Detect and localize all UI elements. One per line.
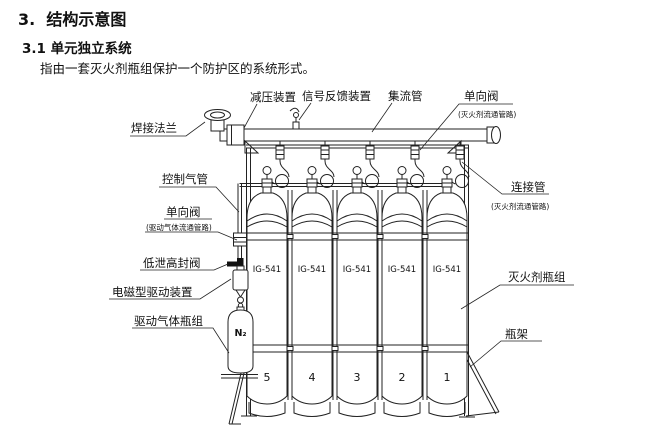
label-check-valve-top-sub: (灭火剂流通管路): [458, 109, 516, 119]
label-connecting-pipe-sub: (灭火剂流通管路): [491, 201, 549, 211]
cylinder-label: IG-541: [298, 265, 326, 275]
label-check-valve-top: 单向阀: [464, 89, 499, 103]
label-pressure-reducer: 减压装置: [250, 90, 296, 104]
section-heading: 3. 结构示意图: [18, 10, 127, 29]
solenoid-driver-device: [232, 265, 249, 309]
pilot-check-valve: [233, 232, 247, 247]
cylinder-label: IG-541: [388, 265, 416, 275]
label-solenoid-driver: 电磁型驱动装置: [112, 285, 193, 299]
cylinder-label: IG-541: [343, 265, 371, 275]
label-manifold: 集流管: [388, 89, 423, 103]
weld-flange-fitting: [204, 109, 231, 132]
cylinder-number: 4: [309, 371, 316, 384]
label-signal-feedback: 信号反馈装置: [302, 89, 371, 103]
cylinder-number: 5: [264, 371, 271, 384]
cylinder-number: 2: [399, 371, 406, 384]
label-connecting-pipe: 连接管: [511, 180, 546, 194]
body-paragraph: 指由一套灭火剂瓶组保护一个防护区的系统形式。: [40, 61, 316, 76]
signal-feedback-device: [289, 107, 300, 129]
cylinder-markings: IG-541 IG-541 IG-541 IG-541 IG-541 5 4 3…: [253, 265, 461, 384]
label-control-gas-pipe: 控制气管: [162, 172, 208, 186]
cylinder-number: 1: [444, 371, 451, 384]
cylinder-label: IG-541: [433, 265, 461, 275]
label-check-valve-left: 单向阀: [166, 205, 201, 219]
label-driver-gas-cylinder: 驱动气体瓶组: [134, 314, 203, 328]
label-low-leak-valve: 低泄高封阀: [143, 256, 201, 270]
label-cylinder-rack: 瓶架: [505, 327, 528, 341]
diagram-labels: 减压装置 信号反馈装置 集流管 单向阀 (灭火剂流通管路) 焊接法兰 控制气管 …: [112, 89, 566, 341]
label-agent-cylinders: 灭火剂瓶组: [508, 270, 566, 284]
label-weld-flange: 焊接法兰: [131, 121, 177, 135]
manifold-pipe: [219, 126, 501, 154]
cylinder-number: 3: [354, 371, 361, 384]
driver-gas-bottle: [221, 306, 258, 379]
low-leak-high-seal-valve: [227, 258, 244, 270]
cylinder-straps: [247, 232, 468, 353]
label-check-valve-left-sub: (驱动气体流通管路): [146, 222, 212, 232]
cylinder-label: IG-541: [253, 265, 281, 275]
leader-lines: [109, 102, 574, 368]
control-gas-pipe: [237, 183, 447, 263]
subsection-heading: 3.1 单元独立系统: [22, 41, 132, 57]
pressure-reducer-device: [226, 124, 245, 146]
label-n2-bottle: N₂: [234, 328, 246, 339]
